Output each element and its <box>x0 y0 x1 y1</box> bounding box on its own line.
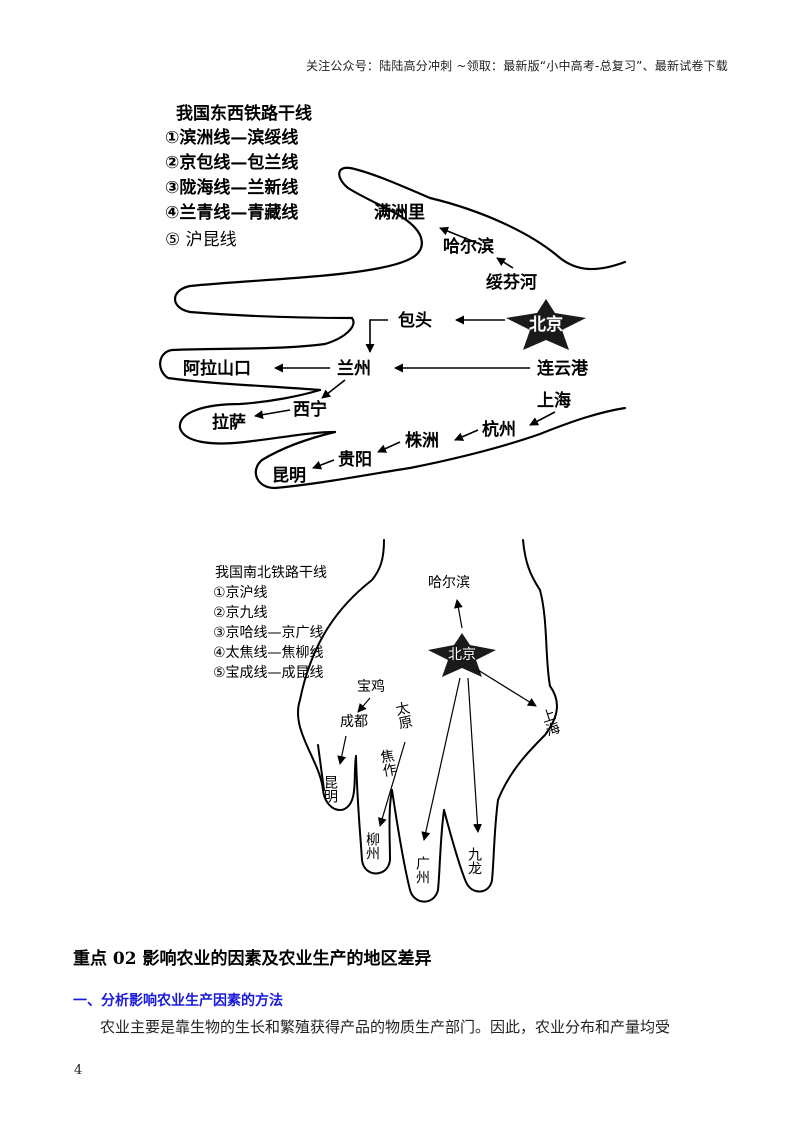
city-lasa: 拉萨 <box>212 412 246 433</box>
route-baotou-lanzhou <box>365 319 388 353</box>
north-south-legend-5: ⑤宝成线—成昆线 <box>213 665 324 681</box>
route-guiyang-kunming <box>312 459 335 470</box>
city-beijing-ew: 北京 <box>529 314 563 335</box>
north-south-title: 我国南北铁路干线 <box>215 565 327 581</box>
north-south-routes <box>337 599 537 841</box>
city-chengdu: 成都 <box>340 714 368 730</box>
route-baoji-chengdu <box>357 697 371 713</box>
railway-hand-diagrams: 我国东西铁路干线 ①滨洲线—滨绥线 ②京包线—包兰线 ③陇海线—兰新线 ④兰青线… <box>159 103 627 903</box>
route-beijing-jiulong <box>467 677 482 833</box>
header-note: 关注公众号：陆陆高分冲刺 ~领取：最新版“小中高考-总复习”、最新试卷下载 <box>305 59 728 73</box>
beijing-star-ns-icon <box>428 633 496 677</box>
route-beijing-guangzhou <box>421 677 461 841</box>
city-xining: 西宁 <box>293 399 327 420</box>
city-guiyang: 贵阳 <box>338 449 372 470</box>
east-west-legend-1: ①滨洲线—滨绥线 <box>165 127 298 148</box>
city-taiyuan: 太原 <box>392 700 414 731</box>
body-paragraph: 农业主要是靠生物的生长和繁殖获得产品的物质生产部门。因此，农业分布和产量均受 <box>100 1018 671 1036</box>
east-west-legend-4: ④兰青线—青藏线 <box>165 202 298 223</box>
city-zhuzhou: 株洲 <box>405 430 439 451</box>
east-west-legend: 我国东西铁路干线 ①滨洲线—滨绥线 ②京包线—包兰线 ③陇海线—兰新线 ④兰青线… <box>165 103 312 250</box>
city-jiulong: 九龙 <box>466 847 482 875</box>
city-suifenhe: 绥芬河 <box>486 272 537 293</box>
city-kunming-ew: 昆明 <box>272 466 306 486</box>
page-number: 4 <box>74 1063 83 1078</box>
north-south-legend: 我国南北铁路干线 ①京沪线 ②京九线 ③京哈线—京广线 ④太焦线—焦柳线 ⑤宝成… <box>213 565 327 681</box>
north-south-cities: 哈尔滨 宝鸡 成都 太原 焦作 昆明 柳州 广州 九龙 上海 <box>322 575 562 884</box>
city-alashankou: 阿拉山口 <box>183 358 251 379</box>
east-west-legend-2: ②京包线—包兰线 <box>165 152 298 173</box>
city-liuzhou: 柳州 <box>364 831 380 860</box>
city-haerbin-ew: 哈尔滨 <box>443 236 494 257</box>
city-shanghai-ns: 上海 <box>538 706 562 738</box>
north-south-legend-2: ②京九线 <box>213 605 268 621</box>
route-zhuzhou-guiyang <box>377 441 401 453</box>
beijing-star-icon <box>506 299 586 350</box>
section-heading: 重点 02 影响农业的因素及农业生产的地区差异 <box>73 949 432 969</box>
city-manzhouli: 满洲里 <box>374 202 425 223</box>
east-west-routes <box>254 226 556 470</box>
city-jiaozuo: 焦作 <box>377 748 398 779</box>
east-west-cities: 满洲里 哈尔滨 绥芬河 包头 阿拉山口 兰州 连云港 上海 西宁 拉萨 杭州 株… <box>183 202 589 486</box>
east-west-hand-outline <box>159 166 627 490</box>
route-beijing-haerbin <box>453 599 463 629</box>
route-hangzhou-zhuzhou <box>454 429 479 441</box>
route-beijing-shanghai <box>477 669 537 707</box>
route-haerbin-manzhouli <box>439 226 483 246</box>
east-west-legend-3: ③陇海线—兰新线 <box>165 177 298 198</box>
city-shanghai-ew: 上海 <box>537 390 571 411</box>
city-baoji: 宝鸡 <box>357 678 385 695</box>
city-hangzhou: 杭州 <box>482 419 516 440</box>
route-xining-lasa <box>254 409 291 420</box>
city-kunming-ns: 昆明 <box>322 775 338 804</box>
city-baotou: 包头 <box>398 310 432 331</box>
route-chengdu-kunming <box>337 735 347 765</box>
route-lanzhou-xining <box>321 379 346 399</box>
city-guangzhou: 广州 <box>414 856 430 884</box>
east-west-title: 我国东西铁路干线 <box>176 103 312 124</box>
route-jiaozuo-liuzhou <box>377 741 406 827</box>
north-south-legend-4: ④太焦线—焦柳线 <box>213 644 324 661</box>
section-subheading: 一、分析影响农业生产因素的方法 <box>73 993 283 1009</box>
city-lanzhou: 兰州 <box>337 358 371 379</box>
city-beijing-ns: 北京 <box>448 647 476 663</box>
east-west-legend-5: ⑤ 沪昆线 <box>165 230 237 250</box>
north-south-legend-1: ①京沪线 <box>213 585 268 601</box>
north-south-legend-3: ③京哈线—京广线 <box>213 625 324 641</box>
north-south-hand-outline <box>297 539 558 903</box>
city-lianyungang: 连云港 <box>537 358 589 379</box>
route-suifenhe-haerbin <box>496 257 514 269</box>
route-shanghai-hangzhou <box>529 411 556 426</box>
city-haerbin-ns: 哈尔滨 <box>428 575 470 591</box>
